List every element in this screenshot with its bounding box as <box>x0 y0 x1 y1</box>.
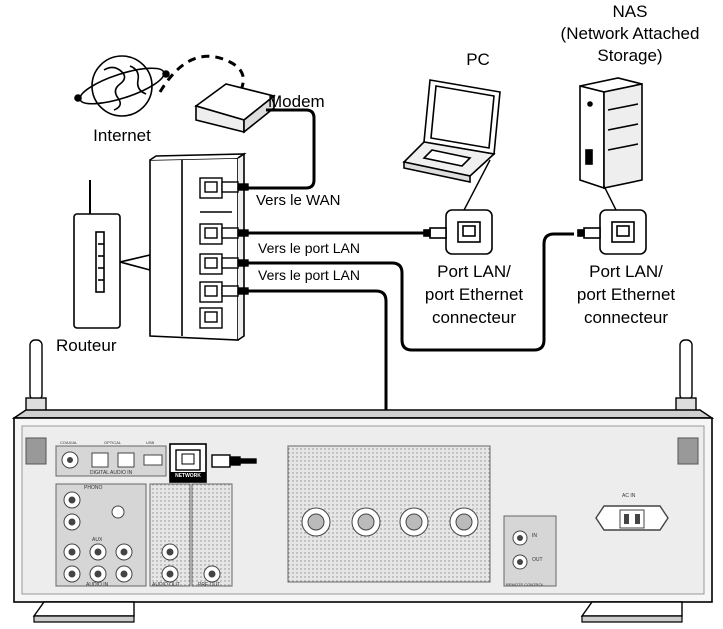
router-icon <box>73 180 151 329</box>
pc-cable <box>461 159 491 215</box>
pre-out-label: PRE OUT <box>198 582 221 588</box>
network-port-label: NETWORK <box>175 473 201 479</box>
pc-label: PC <box>466 50 490 69</box>
pc-port-box <box>423 209 493 255</box>
phono-label: PHONO <box>84 485 103 491</box>
internet-label: Internet <box>93 126 151 145</box>
remote-in-label: IN <box>532 533 537 539</box>
digital-audio-in-label: DIGITAL AUDIO IN <box>90 470 133 476</box>
router-label: Routeur <box>56 336 117 355</box>
amp-plug <box>211 454 257 468</box>
ac-in-label: AC IN <box>622 493 636 499</box>
to-lan-label-1: Vers le port LAN <box>258 240 360 256</box>
nas-port-label-line3: connecteur <box>583 308 669 327</box>
aux-label: AUX <box>92 537 103 543</box>
internet-globe-icon <box>74 55 170 117</box>
internet-link-line <box>158 54 245 93</box>
pc-port-label-line2: port Ethernet <box>424 285 524 304</box>
router-plugs <box>221 181 249 297</box>
nas-label-line3: Storage) <box>597 46 663 65</box>
coaxial-label: COAXIAL <box>60 440 78 445</box>
modem-icon <box>194 83 276 178</box>
amp-network-port <box>169 443 207 483</box>
remote-control-label: REMOTE CONTROL <box>506 582 544 587</box>
nas-label-line1: NAS <box>612 2 648 21</box>
remote-out-label: OUT <box>532 557 543 563</box>
pc-port-label-line3: connecteur <box>431 308 517 327</box>
pc-laptop-icon <box>402 79 501 183</box>
usb-label: USB <box>146 440 155 445</box>
nas-tower-icon <box>579 77 643 190</box>
audio-in-label: AUDIO IN <box>86 582 109 588</box>
nas-lan-cable <box>248 232 574 352</box>
nas-port-label-line2: port Ethernet <box>576 285 676 304</box>
nas-port-label-line1: Port LAN/ <box>589 262 663 281</box>
optical-label: OPTICAL <box>104 440 122 445</box>
pc-port-label-line1: Port LAN/ <box>437 262 511 281</box>
wan-cable <box>238 108 316 190</box>
audio-out-label: AUDIO OUT <box>152 582 180 588</box>
to-lan-label-2: Vers le port LAN <box>258 267 360 283</box>
nas-port-box <box>577 209 647 255</box>
modem-label: Modem <box>268 92 325 111</box>
amplifier-rear-panel <box>11 339 715 623</box>
to-wan-label: Vers le WAN <box>256 192 341 209</box>
ac-inlet <box>595 505 669 531</box>
nas-label-line2: (Network Attached <box>560 24 700 43</box>
